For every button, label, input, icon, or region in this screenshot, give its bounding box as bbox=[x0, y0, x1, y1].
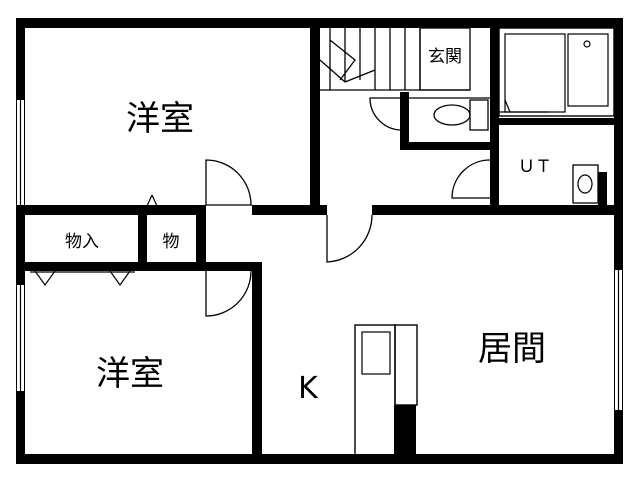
label-utility: ＵＴ bbox=[518, 157, 552, 177]
label-kitchen: K bbox=[298, 371, 319, 406]
bathtub bbox=[498, 27, 615, 117]
doors bbox=[30, 97, 491, 317]
washbasin bbox=[572, 164, 599, 204]
kitchen-counter bbox=[354, 324, 418, 456]
label-closet-left: 物入 bbox=[65, 232, 99, 252]
toilet bbox=[409, 97, 490, 131]
label-living: 居間 bbox=[478, 329, 546, 369]
label-western-room-bottom: 洋室 bbox=[96, 354, 164, 394]
label-entrance: 玄関 bbox=[428, 47, 462, 67]
staircase bbox=[319, 27, 471, 91]
windows bbox=[17, 100, 622, 410]
label-closet-small: 物 bbox=[163, 232, 180, 252]
label-western-room-top: 洋室 bbox=[126, 99, 194, 139]
interior-walls bbox=[16, 18, 623, 462]
